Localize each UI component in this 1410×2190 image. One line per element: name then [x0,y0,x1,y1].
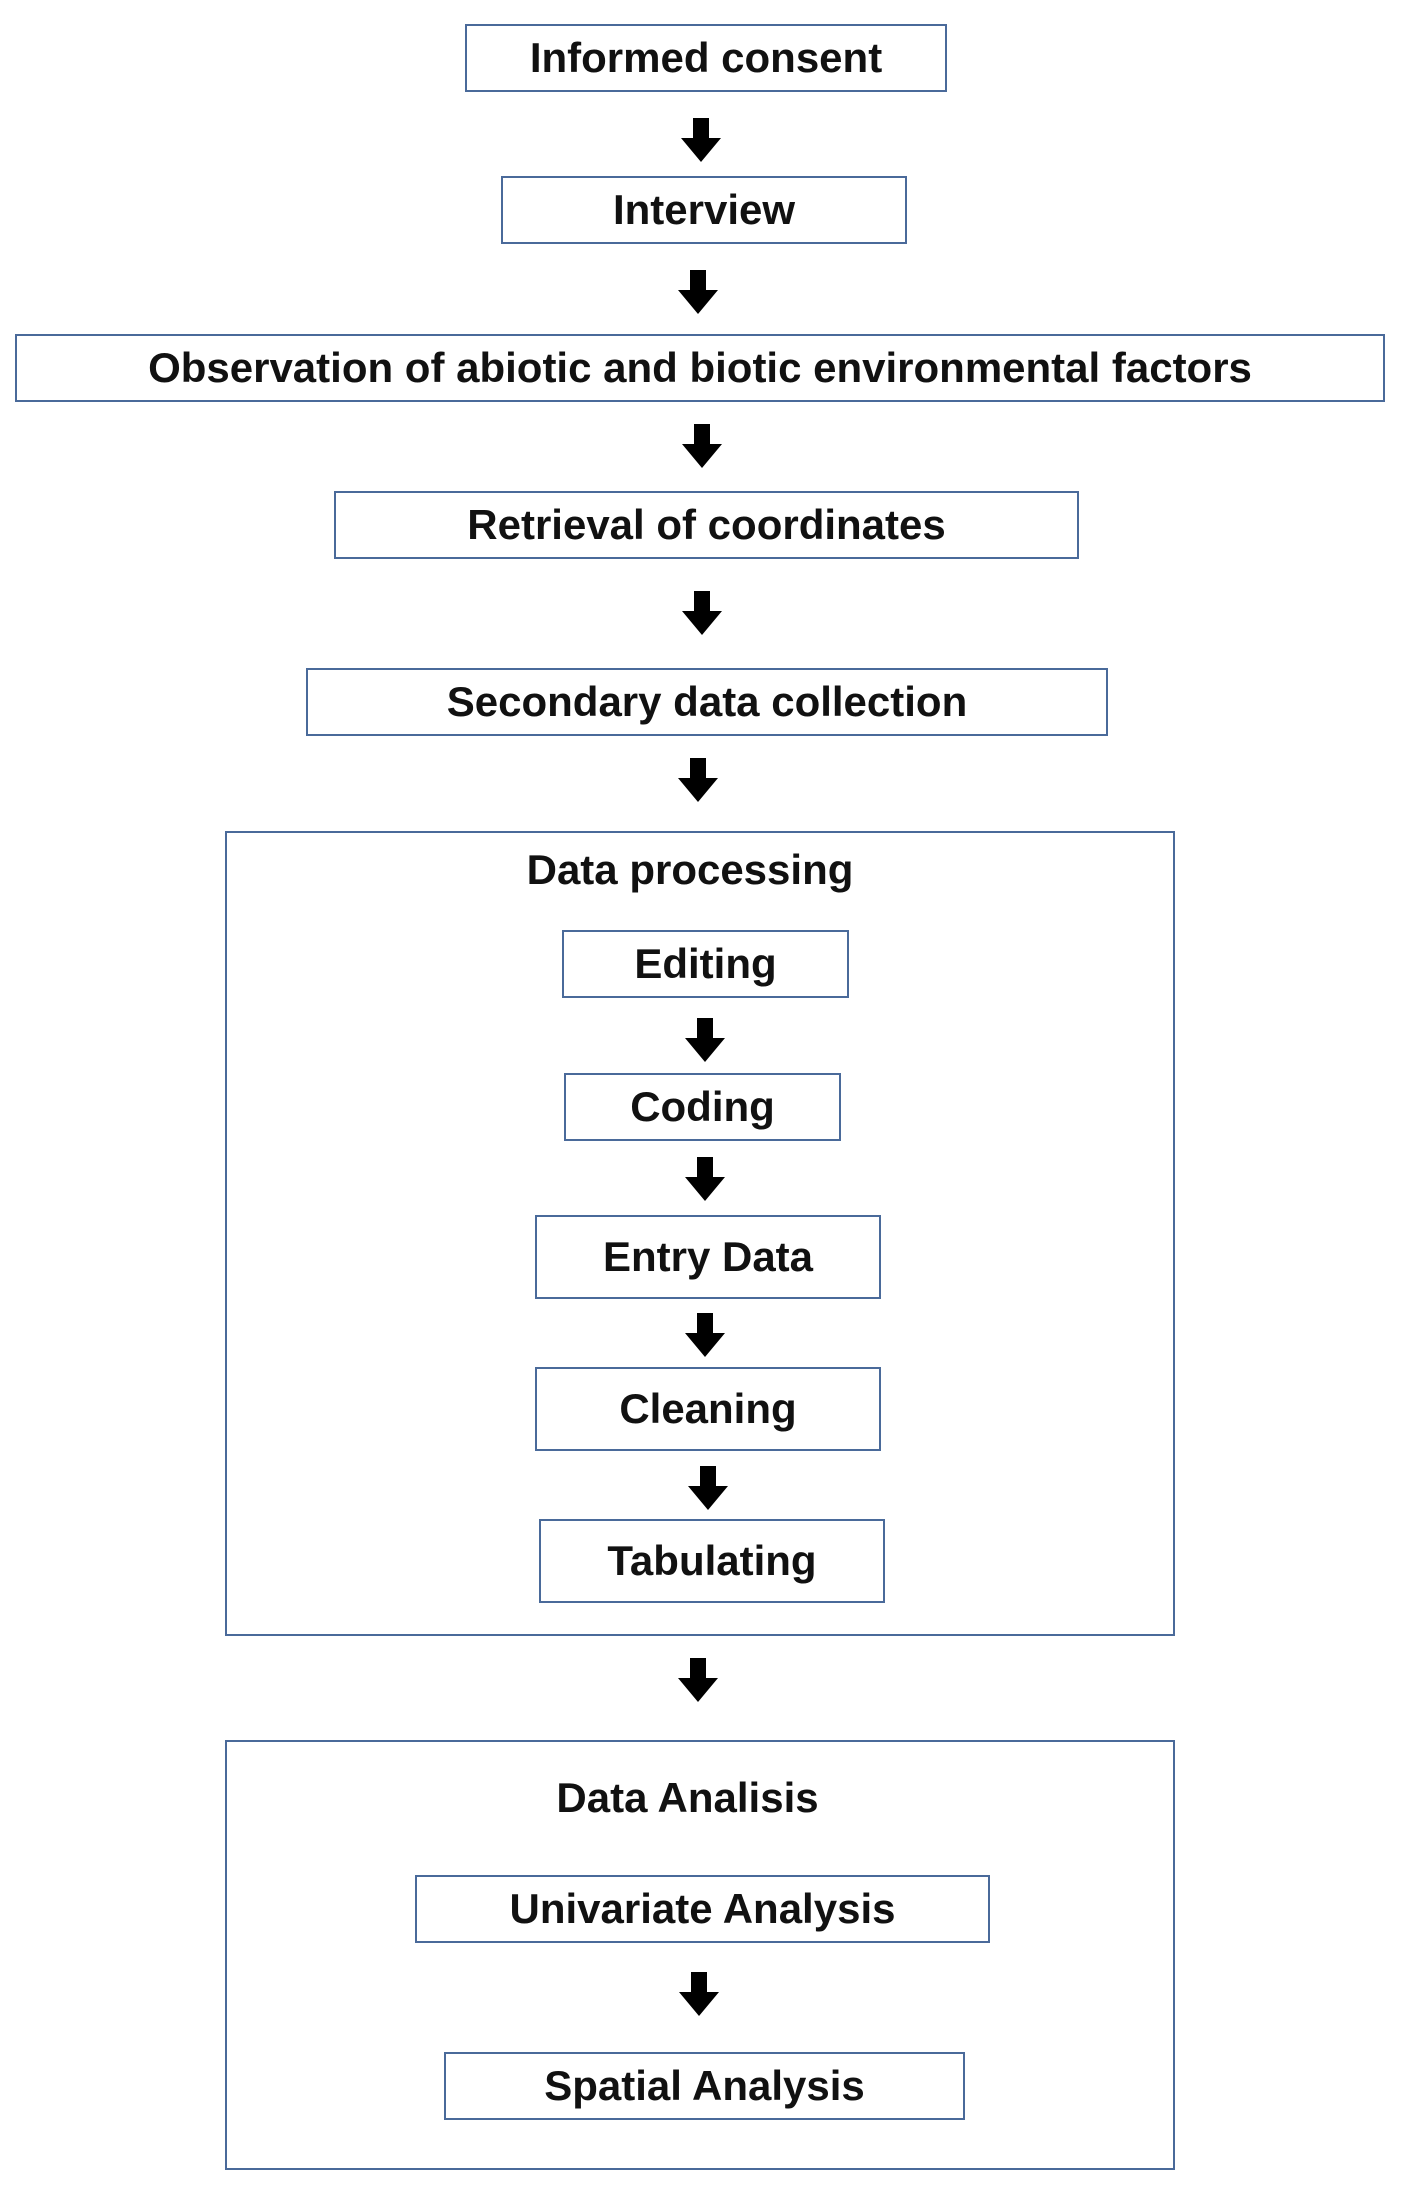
down-arrow-icon [681,118,721,162]
down-arrow-icon [678,758,718,802]
down-arrow-icon [688,1466,728,1510]
step-retrieval-of-coordinates: Retrieval of coordinates [334,491,1079,559]
step-editing: Editing [562,930,849,998]
step-entry-data: Entry Data [535,1215,881,1299]
step-cleaning: Cleaning [535,1367,881,1451]
step-label: Observation of abiotic and biotic enviro… [148,344,1252,391]
step-label: Informed consent [529,34,883,81]
step-coding: Coding [564,1073,841,1141]
down-arrow-icon [685,1157,725,1201]
step-label: Coding [630,1083,775,1130]
step-label: Interview [612,186,796,233]
down-arrow-icon [682,424,722,468]
down-arrow-icon [678,270,718,314]
step-label: Entry Data [602,1233,814,1280]
step-label: Cleaning [619,1385,797,1432]
down-arrow-icon [678,1658,718,1702]
down-arrow-icon [679,1972,719,2016]
step-interview: Interview [501,176,907,244]
step-label: Secondary data collection [446,678,968,725]
down-arrow-icon [682,591,722,635]
step-tabulating: Tabulating [539,1519,885,1603]
step-label: Editing [634,940,777,987]
data-processing-title: Data processing [526,846,854,893]
step-label: Tabulating [607,1537,817,1584]
down-arrow-icon [685,1313,725,1357]
down-arrow-icon [685,1018,725,1062]
step-univariate-analysis: Univariate Analysis [415,1875,990,1943]
step-label: Spatial Analysis [544,2062,865,2109]
step-label: Univariate Analysis [509,1885,896,1932]
step-secondary-data-collection: Secondary data collection [306,668,1108,736]
step-spatial-analysis: Spatial Analysis [444,2052,965,2120]
step-label: Retrieval of coordinates [467,501,946,548]
step-observation: Observation of abiotic and biotic enviro… [15,334,1385,402]
step-informed-consent: Informed consent [465,24,947,92]
data-analysis-title: Data Analisis [556,1774,819,1821]
